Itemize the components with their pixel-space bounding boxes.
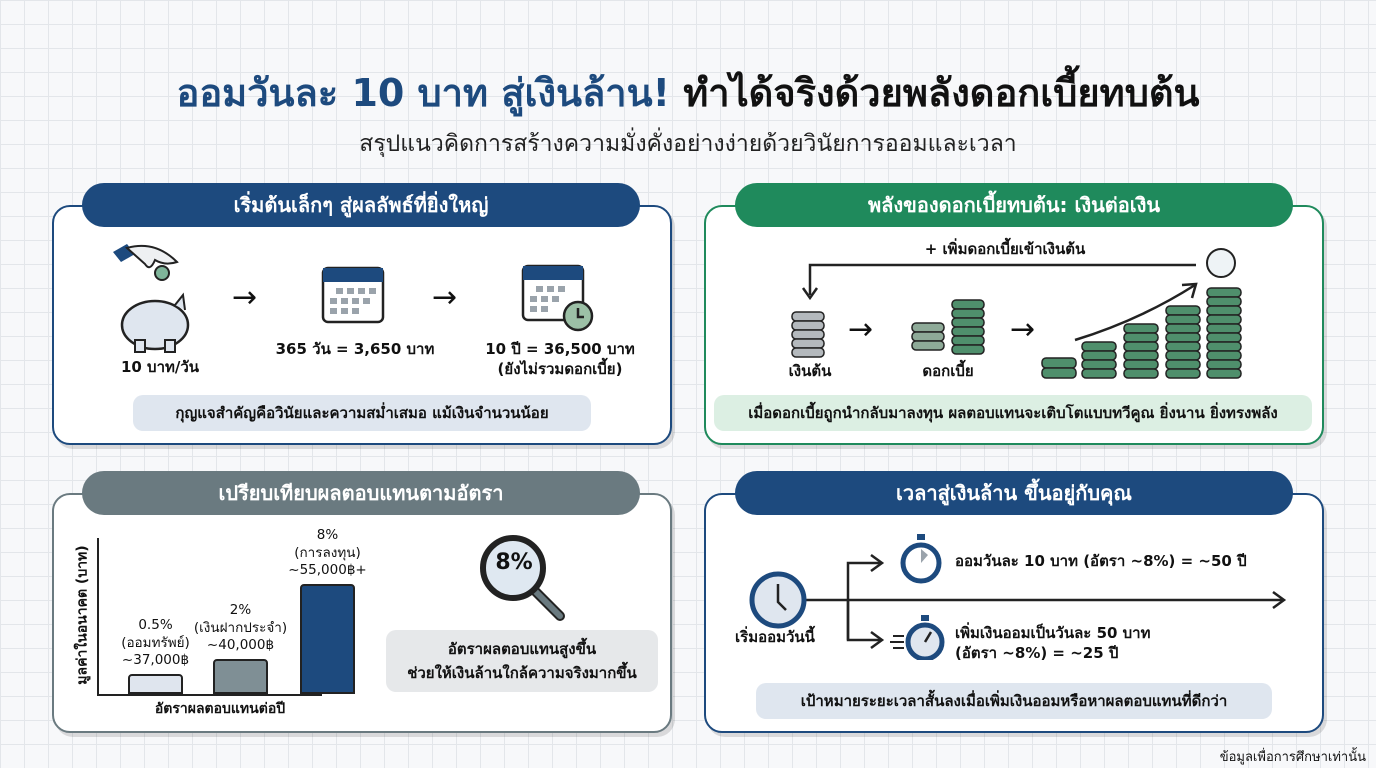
title-highlight: ออมวันละ 10 บาท สู่เงินล้าน! <box>176 71 670 115</box>
chart-data-label: 8%(การลงทุน)~55,000฿+ <box>265 527 390 580</box>
arrow-right-icon: → <box>432 280 458 315</box>
magnifier-icon <box>480 535 565 621</box>
path-50-baht: เพิ่มเงินออมเป็นวันละ 50 บาท(อัตรา ~8%) … <box>955 624 1151 663</box>
chart-label-label: ~55,000฿+ <box>288 562 367 579</box>
step-year: 365 วัน = 3,650 บาท <box>275 340 435 358</box>
start-today-label: เริ่มออมวันนี้ <box>735 628 815 646</box>
footer-disclaimer: ข้อมูลเพื่อการศึกษาเท่านั้น <box>1219 750 1366 765</box>
chart-xlabel: อัตราผลตอบแทนต่อปี <box>154 701 286 717</box>
chart-label-desc: (ออมทรัพย์) <box>121 634 190 651</box>
chart-bar <box>128 674 183 694</box>
chart-label-rate: 0.5% <box>138 617 173 634</box>
chart-bar <box>213 659 268 694</box>
panel-compound-note: เมื่อดอกเบี้ยถูกนำกลับมาลงทุน ผลตอบแทนจะ… <box>714 395 1312 431</box>
panel-small-start-note: กุญแจสำคัญคือวินัยและความสม่ำเสมอ แม้เงิ… <box>133 395 591 431</box>
path-10-baht: ออมวันละ 10 บาท (อัตรา ~8%) = ~50 ปี <box>955 552 1247 570</box>
path-50-line1: เพิ่มเงินออมเป็นวันละ 50 บาท <box>955 624 1151 642</box>
step-ten-years-amount: 10 ปี = 36,500 บาท <box>485 340 635 358</box>
compound-diagram <box>791 248 1242 379</box>
step-ten-years: 10 ปี = 36,500 บาท(ยังไม่รวมดอกเบี้ย) <box>470 340 650 379</box>
chart-y-axis <box>97 538 99 695</box>
rate-note-line1: อัตราผลตอบแทนสูงขึ้น <box>447 640 597 658</box>
title-rest: ทำได้จริงด้วยพลังดอกเบี้ยทบต้น <box>683 71 1200 115</box>
step-daily: 10 บาท/วัน <box>120 358 200 376</box>
page-title: ออมวันละ 10 บาท สู่เงินล้าน! ทำได้จริงด้… <box>0 62 1376 123</box>
chart-label-label: ~37,000฿ <box>121 652 190 669</box>
chart-label-desc: (เงินฝากประจำ) <box>193 619 288 636</box>
arrow-right-icon: → <box>1010 312 1036 347</box>
chart-bar <box>300 584 355 694</box>
chart-label-desc: (การลงทุน) <box>294 544 361 561</box>
calendar-icon <box>321 266 385 324</box>
rate-note-line2: ช่วยให้เงินล้านใกล้ความจริงมากขึ้น <box>407 664 637 682</box>
panel-small-start-title: เริ่มต้นเล็กๆ สู่ผลลัพธ์ที่ยิ่งใหญ่ <box>82 183 640 227</box>
chart-label-rate: 2% <box>229 602 252 619</box>
chart-label-label: ~40,000฿ <box>206 637 275 654</box>
page-subtitle: สรุปแนวคิดการสร้างความมั่งคั่งอย่างง่ายด… <box>359 131 1017 157</box>
panel-time-note: เป้าหมายระยะเวลาสั้นลงเมื่อเพิ่มเงินออมห… <box>756 683 1272 719</box>
chart-ylabel: มูลค่าในอนาคต (บาท) <box>75 545 92 685</box>
loop-label: + เพิ่มดอกเบี้ยเข้าเงินต้น <box>924 240 1086 258</box>
chart-label-rate: 8% <box>316 527 339 544</box>
chart-data-label: 2%(เงินฝากประจำ)~40,000฿ <box>178 602 303 655</box>
arrow-right-icon: → <box>848 312 874 347</box>
magnifier-rate: 8% <box>495 550 533 575</box>
chart-plot: 0.5%(ออมทรัพย์)~37,000฿2%(เงินฝากประจำ)~… <box>99 527 367 694</box>
calendar-clock-icon <box>521 264 594 332</box>
chart-x-axis <box>97 694 322 696</box>
panel-rate-note: อัตราผลตอบแทนสูงขึ้นช่วยให้เงินล้านใกล้ค… <box>386 630 658 692</box>
step-ten-years-note: (ยังไม่รวมดอกเบี้ย) <box>497 359 623 378</box>
interest-label: ดอกเบี้ย <box>922 362 974 380</box>
panel-time-title: เวลาสู่เงินล้าน ขึ้นอยู่กับคุณ <box>735 471 1293 515</box>
arrow-right-icon: → <box>232 280 258 315</box>
chart-data-label: 0.5%(ออมทรัพย์)~37,000฿ <box>93 617 218 670</box>
timeline-diagram <box>749 534 1287 660</box>
principal-label: เงินต้น <box>788 362 832 380</box>
panel-rate-compare-title: เปรียบเทียบผลตอบแทนตามอัตรา <box>82 471 640 515</box>
path-50-line2: (อัตรา ~8%) = ~25 ปี <box>955 643 1119 662</box>
piggy-bank-icon <box>113 244 190 353</box>
panel-compound-interest-title: พลังของดอกเบี้ยทบต้น: เงินต่อเงิน <box>735 183 1293 227</box>
